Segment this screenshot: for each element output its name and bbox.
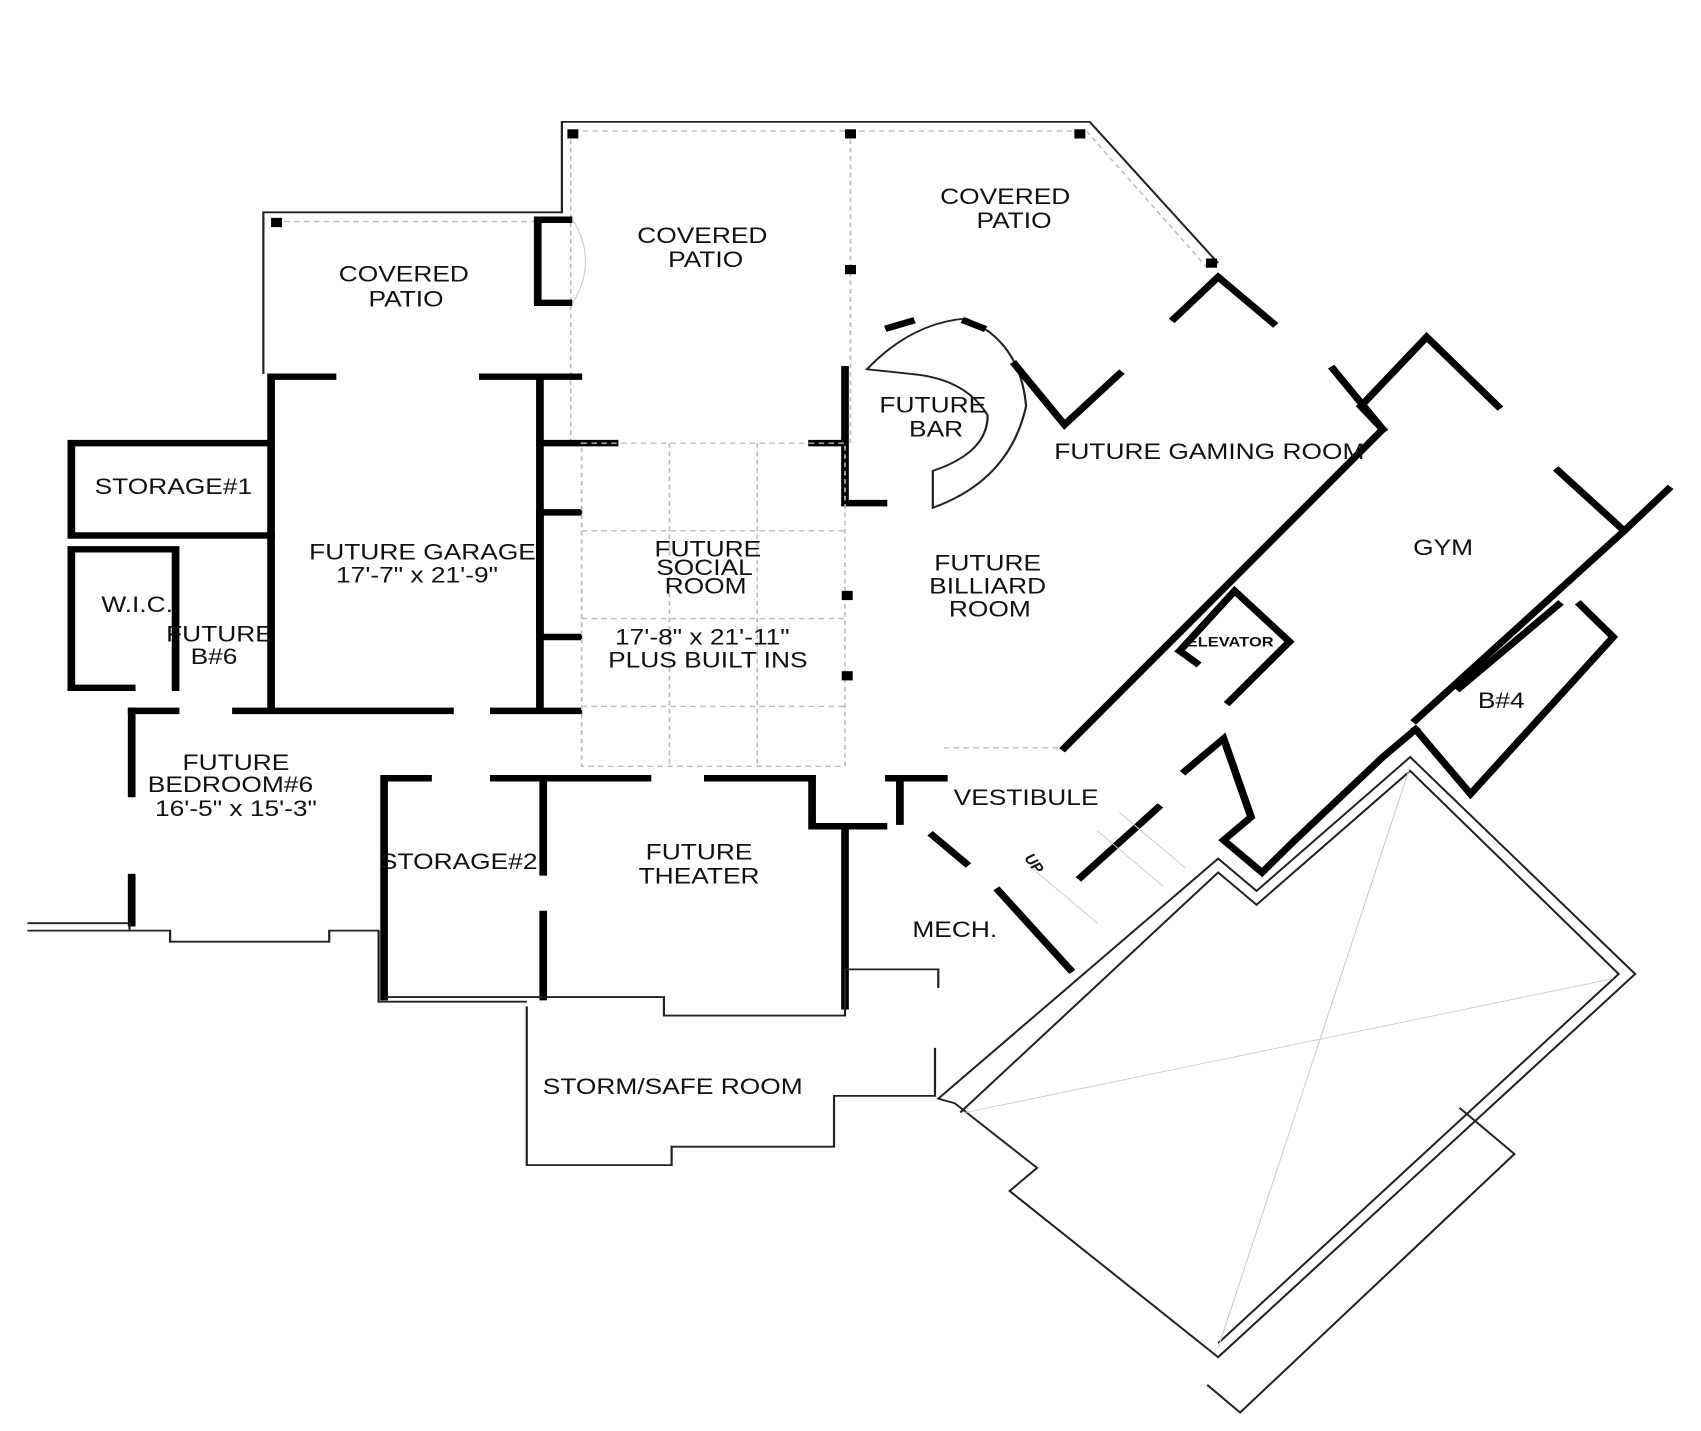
label-vestibule: VESTIBULE <box>954 786 1099 811</box>
label-bath-4: B#4 <box>1478 689 1525 714</box>
label-wic: W.I.C. <box>101 593 173 618</box>
interior-walls <box>27 272 1674 1167</box>
patio-outlines <box>262 120 1220 444</box>
label-storage-2: STORAGE#2 <box>380 850 538 875</box>
lower-deck-outline <box>936 755 1637 1414</box>
label-storage-1: STORAGE#1 <box>95 475 253 500</box>
label-stairs-up: UP <box>1020 852 1047 876</box>
label-mech: MECH. <box>912 918 997 943</box>
label-storm-safe-room: STORM/SAFE ROOM <box>543 1075 803 1100</box>
label-gym: GYM <box>1413 536 1473 561</box>
label-elevator: ELEVATOR <box>1187 634 1274 649</box>
label-future-gaming-room: FUTURE GAMING ROOM <box>1054 440 1364 465</box>
